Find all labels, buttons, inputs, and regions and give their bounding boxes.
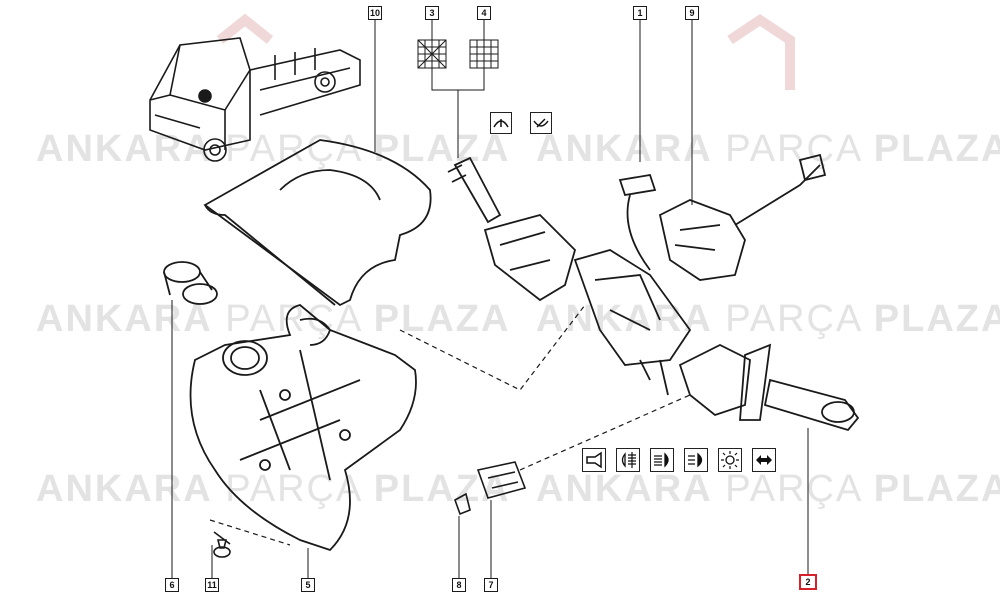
dashed-guides [209,304,691,546]
grommet [163,261,218,305]
switch-body [573,173,692,396]
logo-mark-2 [727,13,795,90]
watermark-row-1-left: ANKARA PARÇA PLAZA [36,128,511,170]
callout-7[interactable]: 7 [484,578,498,592]
truck-illustration [149,37,361,162]
watermark-row-2-left: ANKARA PARÇA PLAZA [36,298,511,340]
light-stalk [678,343,860,432]
callout-6[interactable]: 6 [165,578,179,592]
watermark-row-1-right: ANKARA PARÇA PLAZA [536,128,1000,170]
horn-icon [582,448,606,472]
callout-9[interactable]: 9 [685,6,699,20]
bulb-and-connector [454,461,527,516]
watermark-row-3-left: ANKARA PARÇA PLAZA [36,468,511,510]
turn-signal-icon [752,448,776,472]
logo-mark-1 [216,13,274,44]
bulb-grid-icons [417,39,499,69]
callout-1[interactable]: 1 [633,6,647,20]
callout-5[interactable]: 5 [301,578,315,592]
callout-3[interactable]: 3 [425,6,439,20]
callout-8[interactable]: 8 [452,578,466,592]
wiper-stalk [447,156,577,302]
rear-wiper-icon [490,112,512,134]
front-fog-icon [650,448,674,472]
screw [213,531,231,558]
callout-2-highlighted[interactable]: 2 [799,574,817,590]
headlight-icon [684,448,708,472]
callout-10[interactable]: 10 [368,6,382,20]
parking-light-icon [718,448,742,472]
front-wiper-icon [530,112,552,134]
upper-shroud [203,139,432,307]
lower-shroud [189,304,417,552]
leader-lines [171,20,809,578]
callout-11[interactable]: 11 [205,578,219,592]
rear-fog-icon [616,448,640,472]
rotary-contact [658,153,827,281]
callout-4[interactable]: 4 [477,6,491,20]
watermark-row-3-right: ANKARA PARÇA PLAZA [536,468,1000,510]
